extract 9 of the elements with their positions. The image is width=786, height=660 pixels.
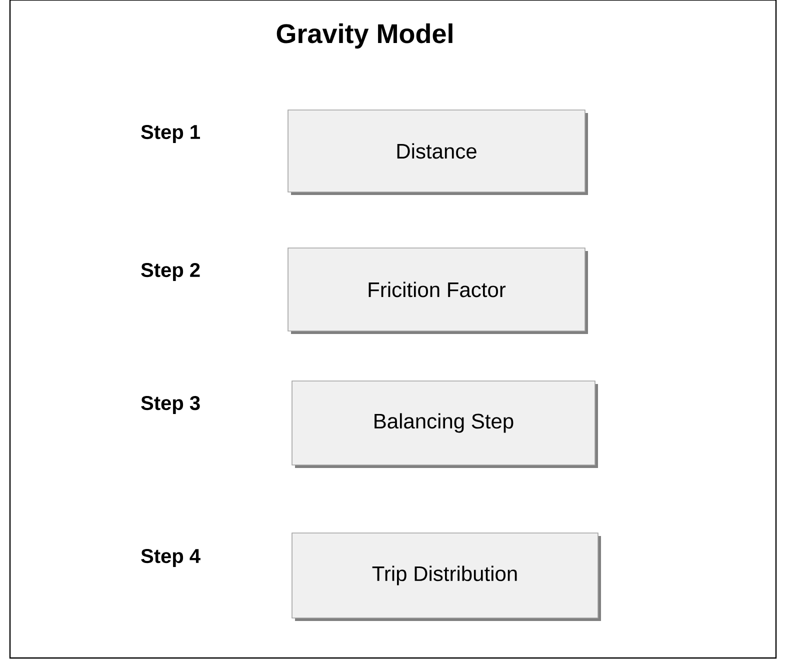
button: Trip Distribution — [292, 532, 601, 621]
step-label: Step 4 — [141, 548, 200, 568]
step-label: Step 2 — [141, 262, 200, 282]
step-label: Step 1 — [141, 124, 200, 144]
step-label: Step 3 — [141, 396, 200, 414]
title: Gravity Model — [276, 23, 452, 49]
button: Balancing Step — [292, 380, 598, 468]
button: Distance — [288, 110, 588, 195]
button: Fricition Factor — [288, 248, 588, 334]
